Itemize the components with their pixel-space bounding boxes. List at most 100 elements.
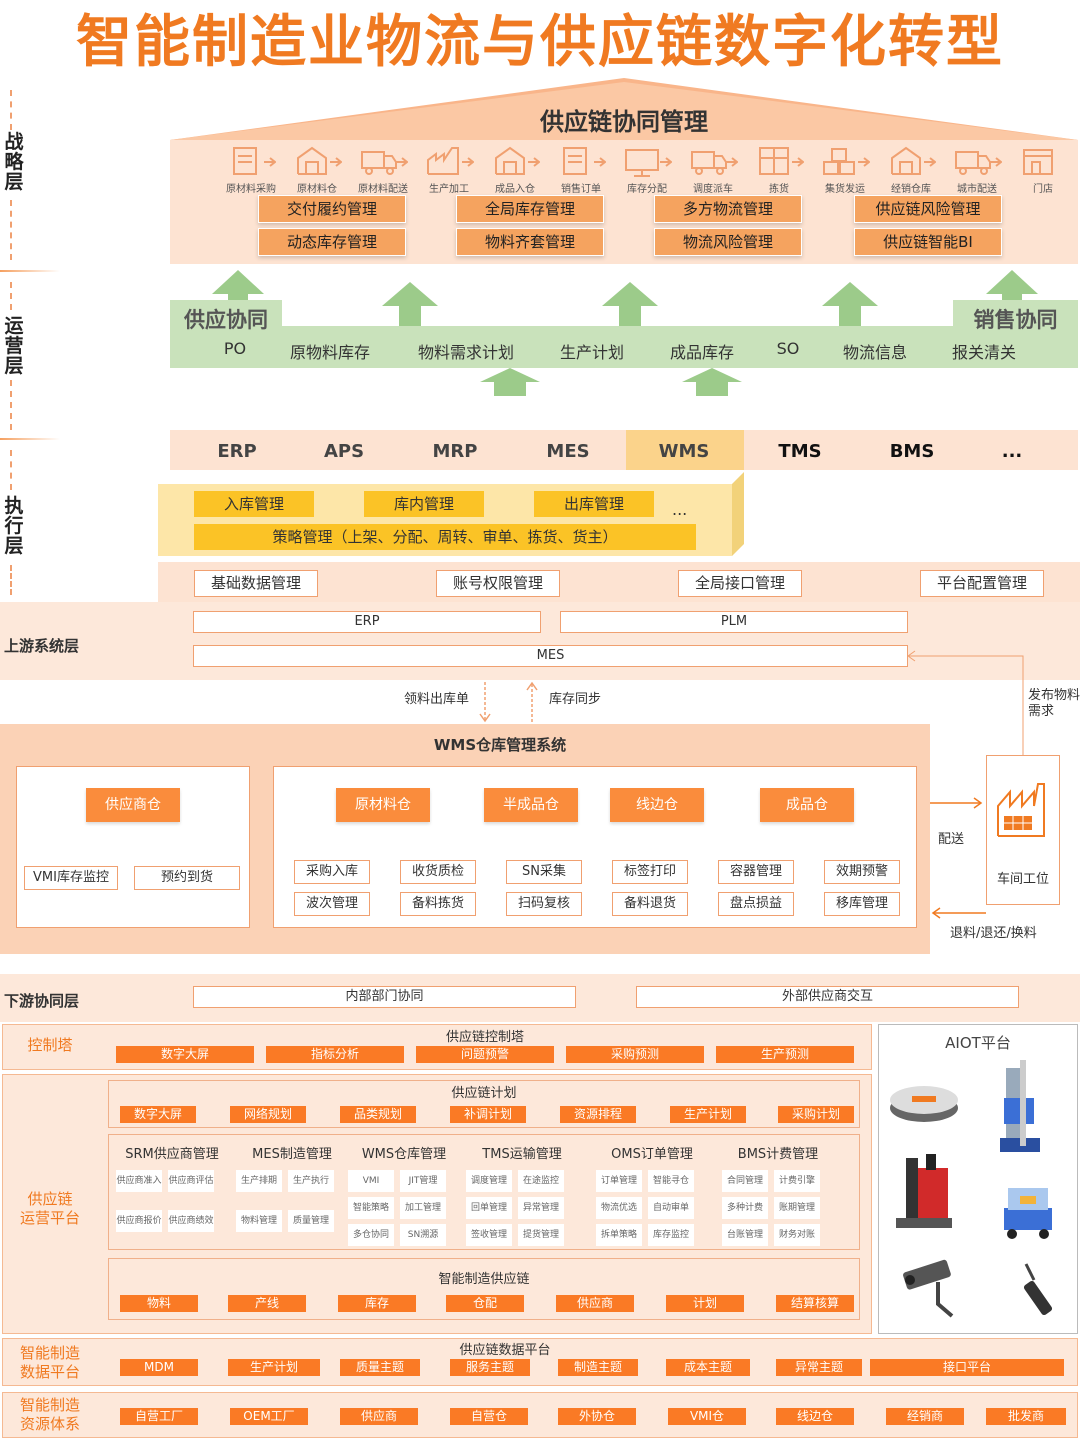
module-cell[interactable]: 回单管理 <box>466 1197 512 1219</box>
data-item[interactable]: 成本主题 <box>666 1359 750 1376</box>
chain-item[interactable]: 计划 <box>666 1295 744 1312</box>
base-module[interactable]: 平台配置管理 <box>920 570 1044 597</box>
module-cell[interactable]: 财务对账 <box>774 1224 820 1246</box>
base-module[interactable]: 全局接口管理 <box>678 570 802 597</box>
module-cell[interactable]: 计费引擎 <box>774 1170 820 1192</box>
module-cell[interactable]: 订单管理 <box>596 1170 642 1192</box>
appointment-arrival[interactable]: 预约到货 <box>134 866 240 890</box>
plan-item[interactable]: 品类规划 <box>340 1106 416 1123</box>
data-item[interactable]: 生产计划 <box>228 1359 320 1376</box>
data-item[interactable]: 异常主题 <box>776 1359 862 1376</box>
module-cell[interactable]: 签收管理 <box>466 1224 512 1246</box>
upstream-erp: ERP <box>193 611 541 633</box>
control-item[interactable]: 问题预警 <box>416 1046 554 1063</box>
module-cell[interactable]: 多种计费 <box>722 1197 768 1219</box>
control-item[interactable]: 数字大屏 <box>116 1046 254 1063</box>
module-cell[interactable]: 供应商绩效 <box>168 1210 214 1232</box>
resource-item[interactable]: VMI仓 <box>668 1408 746 1425</box>
system-...[interactable]: ... <box>1001 441 1023 462</box>
system-tms[interactable]: TMS <box>778 441 822 462</box>
chain-item[interactable]: 物料 <box>120 1295 198 1312</box>
module-cell[interactable]: 在途监控 <box>518 1170 564 1192</box>
wms-function[interactable]: 备料退货 <box>612 892 688 916</box>
system-aps[interactable]: APS <box>323 441 365 462</box>
module-cell[interactable]: 调度管理 <box>466 1170 512 1192</box>
chain-item[interactable]: 库存 <box>338 1295 416 1312</box>
module-cell[interactable]: 供应商准入 <box>116 1170 162 1192</box>
stacker-robot-icon <box>1000 1060 1040 1152</box>
system-bms[interactable]: BMS <box>889 441 935 462</box>
module-cell[interactable]: 账期管理 <box>774 1197 820 1219</box>
module-cell[interactable]: 质量管理 <box>288 1210 334 1232</box>
module-cell[interactable]: 供应商报价 <box>116 1210 162 1232</box>
module-cell[interactable]: 多仓协同 <box>348 1224 394 1246</box>
module-cell[interactable]: 智能策略 <box>348 1197 394 1219</box>
chain-item[interactable]: 产线 <box>228 1295 306 1312</box>
plan-item[interactable]: 补调计划 <box>450 1106 526 1123</box>
wms-function[interactable]: 波次管理 <box>294 892 370 916</box>
flow-step-label: 生产加工 <box>429 184 469 195</box>
wms-function[interactable]: 备料拣货 <box>400 892 476 916</box>
wms-function[interactable]: 效期预警 <box>824 860 900 884</box>
chain-item[interactable]: 仓配 <box>446 1295 524 1312</box>
module-cell[interactable]: 拆单策略 <box>596 1224 642 1246</box>
module-cell[interactable]: VMI <box>348 1170 394 1192</box>
data-item[interactable]: 质量主题 <box>340 1359 420 1376</box>
chain-item[interactable]: 结算核算 <box>776 1295 854 1312</box>
wms-function[interactable]: SN采集 <box>506 860 582 884</box>
wms-function[interactable]: 采购入库 <box>294 860 370 884</box>
data-item[interactable]: 制造主题 <box>558 1359 638 1376</box>
wms-function[interactable]: 标签打印 <box>612 860 688 884</box>
module-cell[interactable]: JIT管理 <box>400 1170 446 1192</box>
resource-item[interactable]: 外协仓 <box>558 1408 636 1425</box>
plan-item[interactable]: 数字大屏 <box>120 1106 196 1123</box>
system-wms[interactable]: WMS <box>658 441 710 462</box>
wms-function[interactable]: 扫码复核 <box>506 892 582 916</box>
system-erp[interactable]: ERP <box>217 441 257 462</box>
module-cell[interactable]: SN溯源 <box>400 1224 446 1246</box>
plan-item[interactable]: 生产计划 <box>670 1106 746 1123</box>
plan-item[interactable]: 网络规划 <box>230 1106 306 1123</box>
control-item[interactable]: 指标分析 <box>266 1046 404 1063</box>
module-cell[interactable]: 库存监控 <box>648 1224 694 1246</box>
internal-collab: 内部部门协同 <box>193 986 576 1008</box>
module-cell[interactable]: 异常管理 <box>518 1197 564 1219</box>
module-cell[interactable]: 生产执行 <box>288 1170 334 1192</box>
wms-function[interactable]: 移库管理 <box>824 892 900 916</box>
wms-function[interactable]: 容器管理 <box>718 860 794 884</box>
resource-item[interactable]: 线边仓 <box>776 1408 854 1425</box>
data-item[interactable]: MDM <box>120 1359 198 1376</box>
resource-item[interactable]: OEM工厂 <box>230 1408 308 1425</box>
control-item[interactable]: 采购预测 <box>566 1046 704 1063</box>
module-cell[interactable]: 物流优选 <box>596 1197 642 1219</box>
resource-item[interactable]: 批发商 <box>986 1408 1066 1425</box>
system-mes[interactable]: MES <box>546 441 590 462</box>
control-item[interactable]: 生产预测 <box>716 1046 854 1063</box>
module-cell[interactable]: 供应商评估 <box>168 1170 214 1192</box>
scanner-icon <box>1023 1263 1053 1316</box>
chain-item[interactable]: 供应商 <box>556 1295 634 1312</box>
module-cell[interactable]: 物料管理 <box>236 1210 282 1232</box>
module-cell[interactable]: 加工管理 <box>400 1197 446 1219</box>
system-mrp[interactable]: MRP <box>432 441 478 462</box>
module-cell[interactable]: 自动审单 <box>648 1197 694 1219</box>
data-item[interactable]: 接口平台 <box>870 1359 1064 1376</box>
module-cell[interactable]: 合同管理 <box>722 1170 768 1192</box>
flow-step-label: 经销仓库 <box>891 184 931 195</box>
resource-item[interactable]: 自营工厂 <box>120 1408 198 1425</box>
resource-item[interactable]: 供应商 <box>340 1408 418 1425</box>
module-cell[interactable]: 智能寻仓 <box>648 1170 694 1192</box>
base-module[interactable]: 基础数据管理 <box>194 570 318 597</box>
module-cell[interactable]: 提货管理 <box>518 1224 564 1246</box>
base-module[interactable]: 账号权限管理 <box>436 570 560 597</box>
vmi-monitor[interactable]: VMI库存监控 <box>24 866 118 890</box>
wms-function[interactable]: 盘点损益 <box>718 892 794 916</box>
module-cell[interactable]: 生产排期 <box>236 1170 282 1192</box>
plan-item[interactable]: 资源排程 <box>560 1106 636 1123</box>
module-cell[interactable]: 台账管理 <box>722 1224 768 1246</box>
resource-item[interactable]: 自营仓 <box>450 1408 528 1425</box>
plan-item[interactable]: 采购计划 <box>778 1106 854 1123</box>
resource-item[interactable]: 经销商 <box>886 1408 964 1425</box>
data-item[interactable]: 服务主题 <box>450 1359 530 1376</box>
wms-function[interactable]: 收货质检 <box>400 860 476 884</box>
